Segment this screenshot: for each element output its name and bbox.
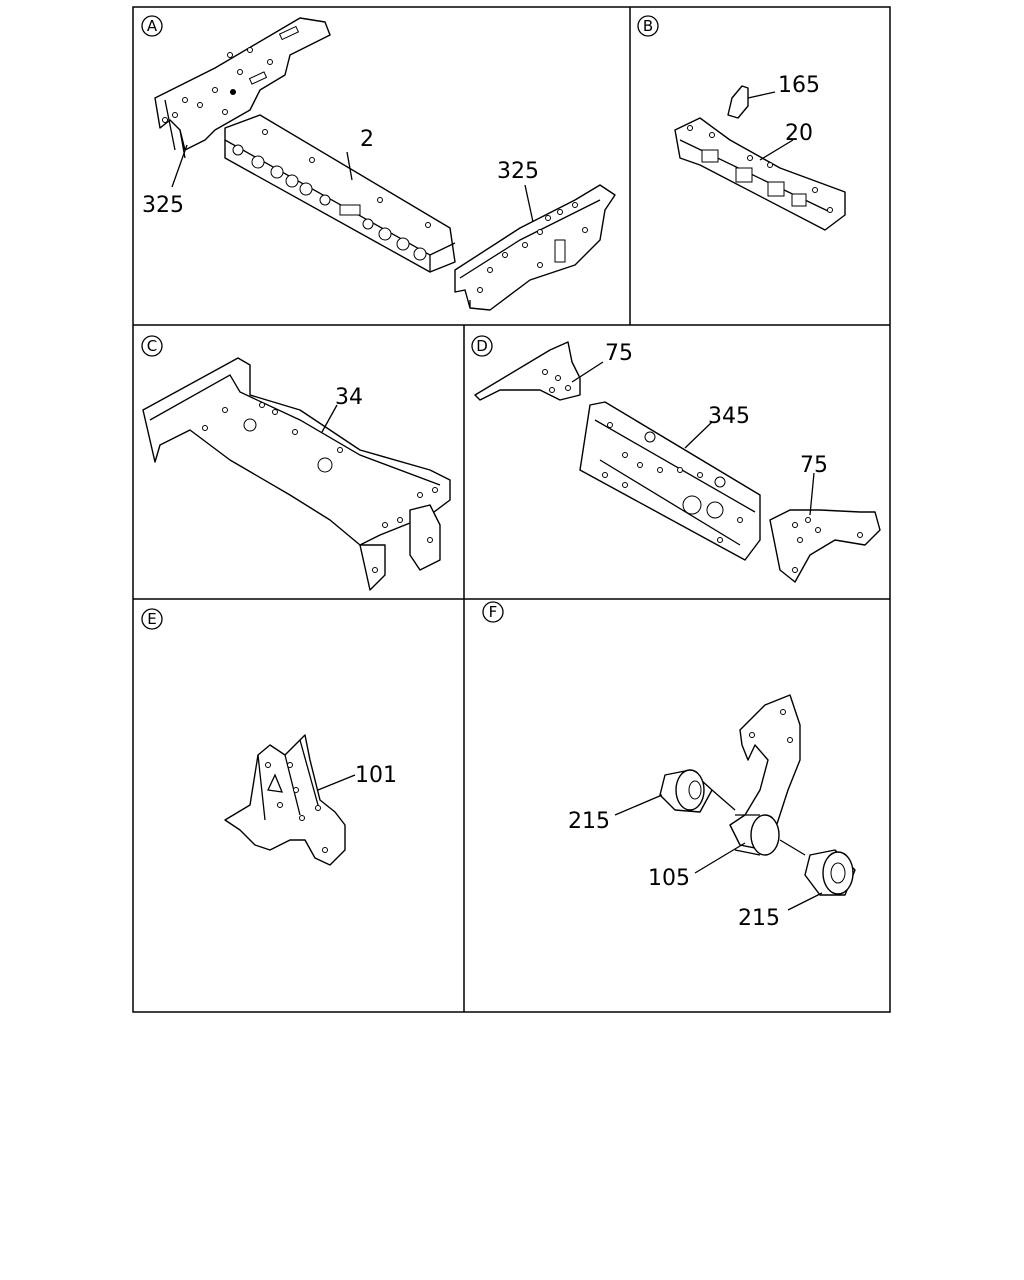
bracket-75-upper <box>474 341 581 401</box>
bracket-325-left <box>154 17 331 159</box>
callout-b-165: 165 <box>778 73 820 98</box>
panel-d: D 75 345 75 <box>471 335 881 583</box>
callout-d-75-lower: 75 <box>800 453 828 478</box>
crossmember-34 <box>142 357 451 591</box>
panel-b-marker: B <box>643 17 653 35</box>
panel-e: E 101 <box>141 608 397 866</box>
callout-a-325-left: 325 <box>142 193 184 218</box>
callout-f-215-lower: 215 <box>738 906 780 931</box>
panel-f: F 215 105 215 <box>482 601 856 931</box>
panel-c: C 34 <box>141 335 451 591</box>
crossmember-2 <box>224 114 456 273</box>
panel-b-marker-circle <box>637 15 659 37</box>
crossmember-345 <box>579 401 761 561</box>
callout-d-75-upper: 75 <box>605 341 633 366</box>
bushing-215-lower <box>804 849 856 896</box>
callout-e-101: 101 <box>355 763 397 788</box>
callout-c-34: 34 <box>335 385 363 410</box>
bushing-215-upper <box>659 769 713 813</box>
panel-a-marker: A <box>147 17 158 35</box>
crossmember-20 <box>674 117 846 231</box>
panel-f-marker-circle <box>482 601 504 623</box>
callout-d-345: 345 <box>708 404 750 429</box>
callout-f-105: 105 <box>648 866 690 891</box>
small-bracket-165 <box>727 85 749 119</box>
callout-f-215-upper: 215 <box>568 809 610 834</box>
panel-d-marker-circle <box>471 335 493 357</box>
panel-c-marker: C <box>147 337 157 355</box>
panel-grid <box>132 6 891 1013</box>
callout-a-325-right: 325 <box>497 159 539 184</box>
bracket-105 <box>729 694 801 856</box>
panel-c-marker-circle <box>141 335 163 357</box>
panel-e-marker-circle <box>141 608 163 630</box>
bracket-75-lower <box>769 509 881 583</box>
bracket-101 <box>224 734 346 866</box>
callout-b-20: 20 <box>785 121 813 146</box>
panel-a-marker-circle <box>141 15 163 37</box>
panel-a: A <box>141 15 616 311</box>
callout-a-2: 2 <box>360 127 374 152</box>
panel-e-marker: E <box>147 610 156 628</box>
panel-f-marker: F <box>489 603 498 621</box>
panel-d-marker: D <box>476 337 488 355</box>
panel-b: B 165 20 <box>637 15 846 231</box>
bracket-325-right <box>454 184 616 311</box>
